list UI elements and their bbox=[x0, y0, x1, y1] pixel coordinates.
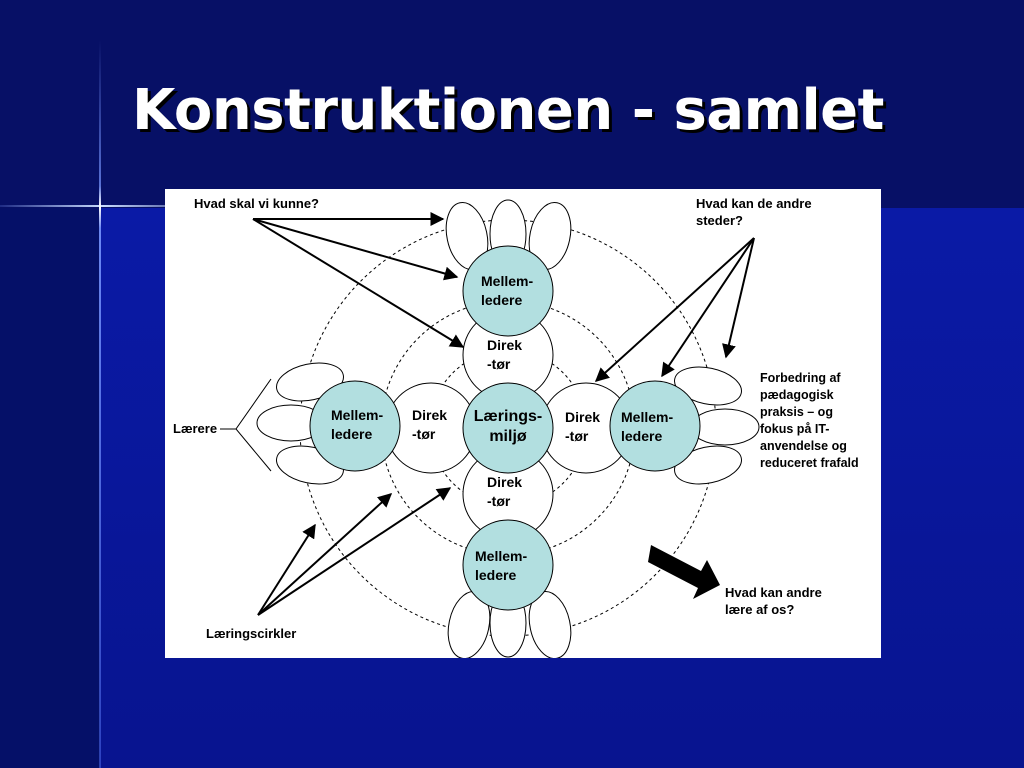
arrow-bottom-left-1 bbox=[257, 523, 316, 616]
arrow-top-right-2 bbox=[661, 237, 755, 378]
mellemleder-label-top: Mellem- ledere bbox=[481, 273, 534, 308]
diagram-canvas bbox=[220, 199, 760, 658]
petal-right-1 bbox=[674, 366, 742, 406]
laeringsmiljoe-circle bbox=[462, 382, 554, 474]
question-bottom-right: Hvad kan andre lære af os? bbox=[725, 585, 822, 617]
question-top-right: Hvad kan de andre steder? bbox=[696, 196, 812, 228]
petal-right-2 bbox=[690, 408, 760, 446]
petal-right-3 bbox=[674, 445, 742, 485]
laerere-bracket bbox=[220, 378, 272, 472]
mellemleder-label-right: Mellem- ledere bbox=[621, 409, 674, 444]
mellemleder-label-left: Mellem- ledere bbox=[331, 407, 384, 442]
arrow-bottom-left-2 bbox=[257, 493, 393, 616]
question-top-left: Hvad skal vi kunne? bbox=[194, 196, 319, 211]
diagram-panel: Hvad skal vi kunne? Hvad kan de andre st… bbox=[165, 189, 881, 658]
arrow-bottom-left-3 bbox=[257, 487, 452, 616]
mellemleder-circle-top bbox=[462, 245, 554, 337]
sparkle-icon bbox=[99, 186, 101, 228]
mellemleder-label-bottom: Mellem- ledere bbox=[475, 548, 528, 583]
mellemleder-circle-bottom bbox=[462, 519, 554, 611]
slide-background-left bbox=[0, 208, 100, 768]
block-arrow-icon bbox=[648, 545, 720, 599]
laeringsmiljoe-label: Lærings- miljø bbox=[473, 408, 543, 445]
outcome-text: Forbedring af pædagogisk praksis – og fo… bbox=[760, 371, 859, 470]
arrow-top-right-1 bbox=[594, 237, 755, 382]
direktoer-label-bottom: Direk -tør bbox=[487, 474, 523, 509]
mellemleder-circle-right bbox=[609, 380, 701, 472]
mellemleder-circle-left bbox=[309, 380, 401, 472]
slide-background-top bbox=[0, 0, 1024, 208]
laeringscirkler-label: Læringscirkler bbox=[206, 626, 297, 641]
arrow-top-left-3 bbox=[252, 218, 465, 348]
slide-title: Konstruktionen - samlet bbox=[132, 78, 884, 143]
arrow-top-left-2 bbox=[252, 218, 459, 281]
decorative-horizontal-line bbox=[0, 205, 230, 207]
laerere-label: Lærere bbox=[173, 421, 218, 436]
decorative-vertical-line bbox=[99, 40, 101, 768]
direktoer-label-top: Direk -tør bbox=[487, 337, 523, 372]
direktoer-label-left: Direk -tør bbox=[412, 407, 448, 442]
direktoer-label-right: Direk -tør bbox=[565, 409, 601, 444]
arrow-top-right-3 bbox=[722, 237, 755, 359]
